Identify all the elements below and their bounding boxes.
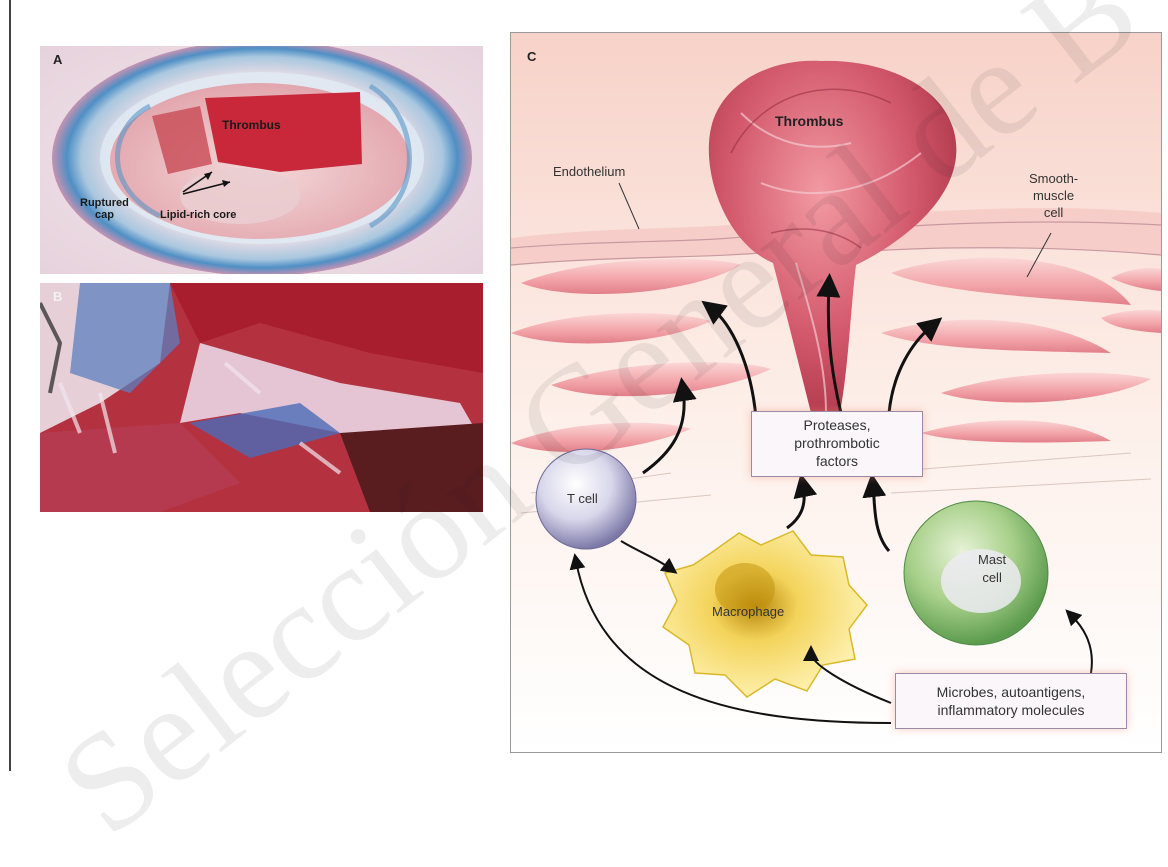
panel-a-image xyxy=(40,46,483,274)
ruptured-cap-label: Ruptured cap xyxy=(80,197,129,221)
panel-c-letter: C xyxy=(527,49,536,64)
panel-c-thrombus-label: Thrombus xyxy=(775,113,843,129)
panel-c-diagram: C Thrombus Endothelium Smooth- muscle ce… xyxy=(510,32,1162,753)
t-cell-label: T cell xyxy=(567,491,598,506)
microbes-box: Microbes, autoantigens, inflammatory mol… xyxy=(895,673,1127,729)
panel-c-illustration xyxy=(511,33,1161,752)
panel-b-histology: B xyxy=(40,283,483,512)
thrombus-region xyxy=(205,92,362,172)
panel-b-image xyxy=(40,283,483,512)
panel-b-letter: B xyxy=(53,289,62,304)
panel-a-letter: A xyxy=(53,52,62,67)
smooth-muscle-label: Smooth- muscle cell xyxy=(1029,170,1078,221)
proteases-box: Proteases, prothrombotic factors xyxy=(751,411,923,477)
lipid-core-label: Lipid-rich core xyxy=(160,209,236,221)
page-left-rule xyxy=(9,0,11,771)
mast-cell-label: Mast cell xyxy=(978,551,1006,587)
panel-a-histology: A Thrombus Ruptured cap Lipid-rich core xyxy=(40,46,483,274)
endothelium-label: Endothelium xyxy=(553,164,625,179)
panel-a-thrombus-label: Thrombus xyxy=(222,118,281,132)
macrophage-label: Macrophage xyxy=(712,604,784,619)
